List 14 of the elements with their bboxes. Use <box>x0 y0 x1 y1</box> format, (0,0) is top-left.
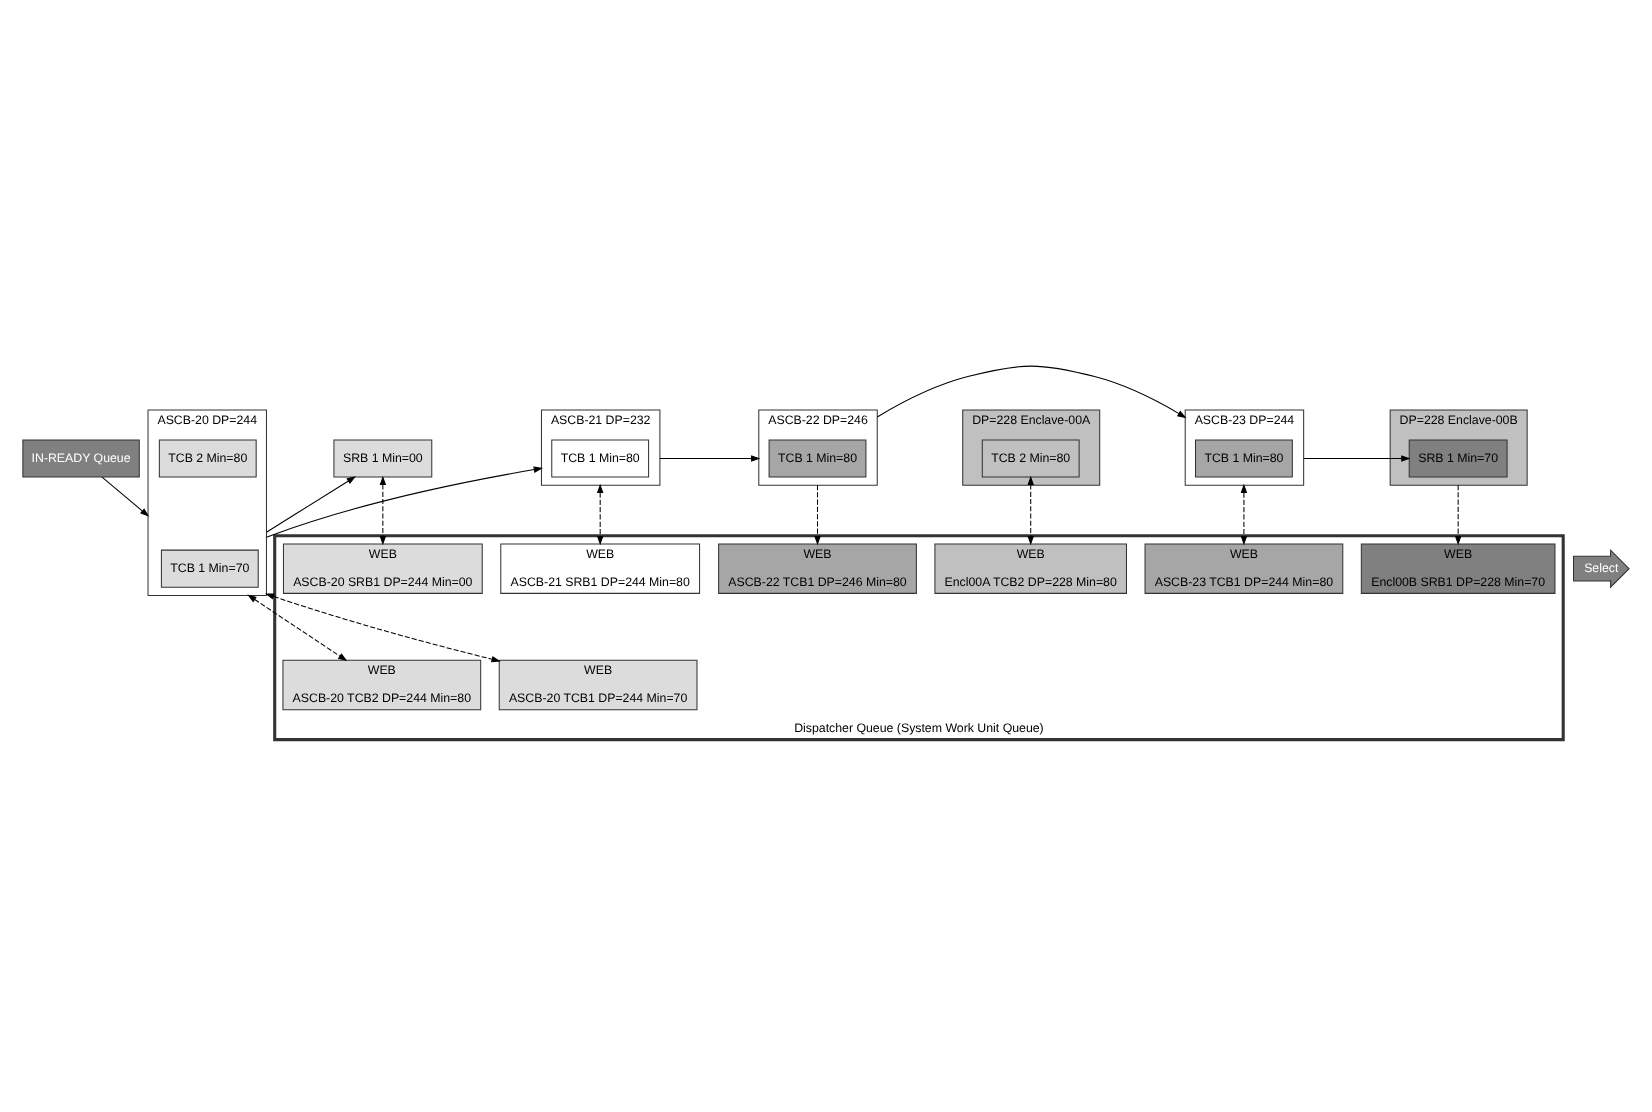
arrow <box>1454 483 1462 545</box>
arrow <box>265 592 501 662</box>
arrow <box>1027 474 1034 545</box>
arrow <box>596 482 604 545</box>
arrow <box>876 364 1187 418</box>
arrow <box>1240 482 1248 545</box>
arrow <box>247 593 348 661</box>
arrow <box>1303 454 1411 461</box>
arrow <box>814 483 821 545</box>
arrow <box>265 475 356 532</box>
arrow <box>659 454 761 461</box>
arrow <box>265 465 543 537</box>
arrow <box>379 474 387 545</box>
arrow <box>101 475 150 516</box>
